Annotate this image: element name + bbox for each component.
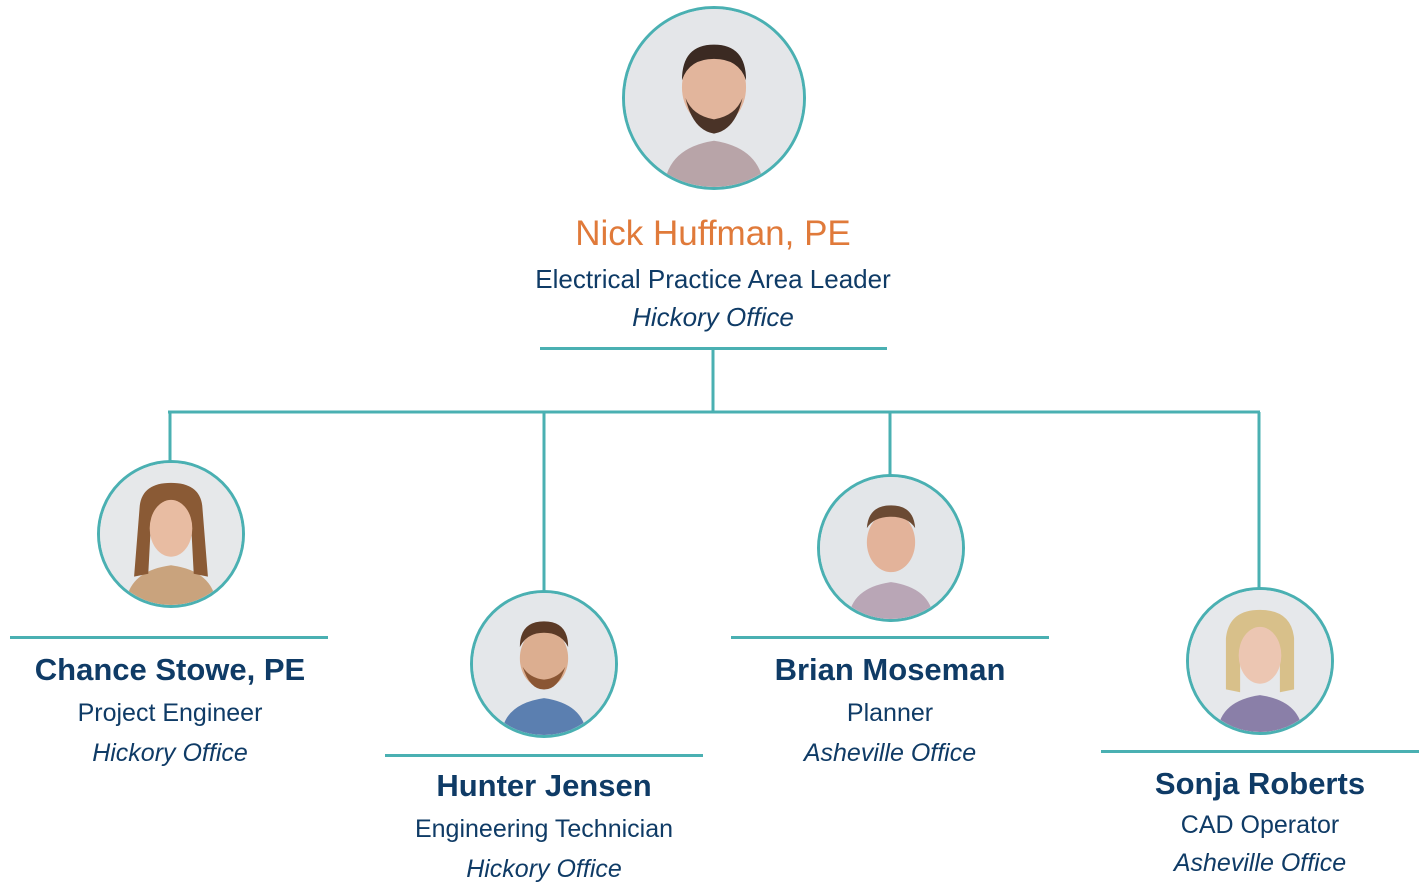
member-photo bbox=[817, 474, 965, 622]
person-avatar-icon bbox=[1189, 590, 1331, 732]
person-avatar-icon bbox=[473, 593, 615, 735]
member-underline bbox=[10, 636, 328, 639]
leader-name: Nick Huffman, PE bbox=[575, 214, 851, 253]
person-avatar-icon bbox=[625, 9, 803, 187]
leader-office: Hickory Office bbox=[632, 302, 794, 332]
member-photo bbox=[97, 460, 245, 608]
member-office: Hickory Office bbox=[466, 855, 622, 883]
member-title: Engineering Technician bbox=[414, 815, 674, 843]
member-text: Chance Stowe, PE Project Engineer Hickor… bbox=[10, 652, 330, 768]
leader-photo bbox=[622, 6, 806, 190]
leader-title: Electrical Practice Area Leader bbox=[535, 264, 891, 294]
leader-underline bbox=[540, 347, 887, 350]
member-photo bbox=[470, 590, 618, 738]
member-text: Sonja Roberts CAD Operator Asheville Off… bbox=[1100, 766, 1420, 878]
member-text: Hunter Jensen Engineering Technician Hic… bbox=[384, 768, 704, 884]
member-name: Hunter Jensen bbox=[436, 768, 652, 803]
member-name: Sonja Roberts bbox=[1154, 766, 1366, 801]
member-title: Project Engineer bbox=[77, 699, 263, 727]
member-photo bbox=[1186, 587, 1334, 735]
member-underline bbox=[385, 754, 703, 757]
member-text: Brian Moseman Planner Asheville Office bbox=[730, 652, 1050, 768]
member-title: Planner bbox=[846, 699, 934, 727]
member-name: Brian Moseman bbox=[774, 652, 1006, 687]
member-title: CAD Operator bbox=[1180, 811, 1340, 839]
member-office: Asheville Office bbox=[1173, 849, 1347, 877]
member-name: Chance Stowe, PE bbox=[34, 652, 306, 687]
member-underline bbox=[731, 636, 1049, 639]
person-avatar-icon bbox=[100, 463, 242, 605]
leader-text: Nick Huffman, PE Electrical Practice Are… bbox=[413, 214, 1013, 332]
member-office: Asheville Office bbox=[803, 739, 977, 767]
member-office: Hickory Office bbox=[92, 739, 248, 767]
person-avatar-icon bbox=[820, 477, 962, 619]
member-underline bbox=[1101, 750, 1419, 753]
